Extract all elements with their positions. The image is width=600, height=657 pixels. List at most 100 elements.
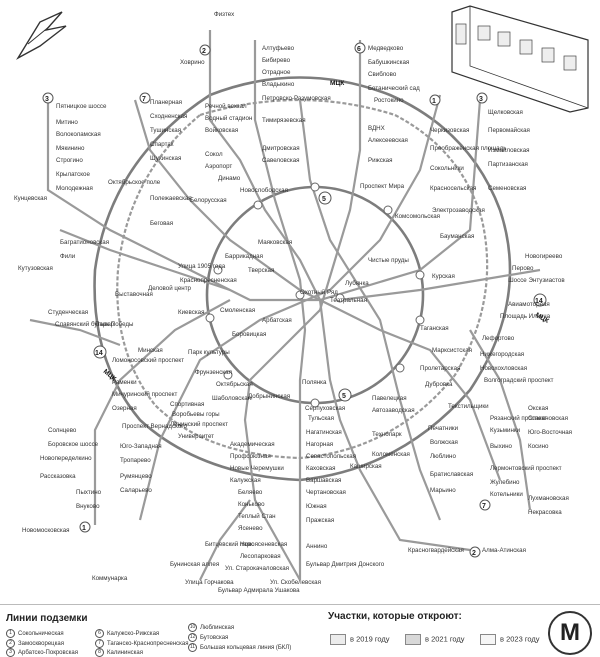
line-1 — [138, 94, 442, 521]
station: Молодежная — [56, 185, 93, 192]
station: Беляево — [238, 489, 263, 496]
station: Войковская — [205, 127, 238, 134]
station: Фили — [60, 253, 76, 260]
station: Алтуфьево — [262, 45, 295, 52]
station: Парк Победы — [95, 321, 134, 328]
station: Спортивная — [170, 401, 204, 408]
year-2021: в 2021 году — [405, 634, 465, 645]
station: Автозаводская — [372, 407, 415, 414]
station: Арбатская — [262, 317, 292, 324]
line-number-icon: 7 — [95, 639, 104, 648]
station: Новогиреево — [525, 253, 563, 260]
line-markers: 2 6 3 7 1 3 7 2 1 5 5 14 14 МЦК МЦК МЦК — [42, 42, 551, 558]
station: Ленинский проспект — [170, 421, 228, 428]
station: Смоленская — [220, 307, 255, 314]
station: Стахановская — [528, 415, 568, 422]
svg-text:7: 7 — [142, 96, 146, 103]
station: Проспект Вернадского — [122, 423, 187, 430]
station: Улица 1905 года — [178, 263, 226, 270]
station: Чистые пруды — [368, 257, 409, 264]
station: Сокольники — [430, 165, 464, 172]
station: Волоколамская — [56, 131, 101, 138]
bkl-ring — [116, 98, 489, 460]
station: Полежаевская — [150, 195, 192, 202]
station: Тимирязевская — [262, 117, 306, 124]
line-12 — [199, 499, 251, 581]
station: Боровицкая — [232, 331, 266, 338]
station: Печатники — [428, 425, 459, 432]
legend-title: Линии подземки — [6, 613, 88, 624]
station: Отрадное — [262, 69, 291, 76]
station: Кунцевская — [14, 195, 47, 202]
station: Юго-Западная — [120, 443, 162, 450]
station: Окская — [528, 405, 548, 412]
line-15 — [469, 329, 532, 511]
station: Серпуховская — [305, 405, 345, 412]
year-2023: в 2023 году — [480, 634, 540, 645]
station: Свиблово — [368, 71, 397, 78]
station-labels: Физтех Алтуфьево Бибирево Медведково Баб… — [14, 11, 572, 594]
station: Ул. Скобелевская — [270, 579, 321, 586]
station: Некрасовка — [528, 509, 562, 516]
station: Текстильщики — [448, 403, 489, 410]
station: Рижская — [368, 157, 392, 164]
station: Академическая — [230, 441, 275, 448]
station: Ломоносовский проспект — [112, 357, 184, 364]
line-6 — [243, 40, 362, 581]
svg-text:7: 7 — [482, 503, 486, 510]
mck-label-north: МЦК — [330, 80, 345, 87]
station: Солнцево — [48, 427, 77, 434]
station: Фрунзенская — [195, 369, 232, 376]
station: Первомайская — [488, 127, 530, 134]
station: Площадь Ильича — [500, 313, 551, 320]
station: Новые Черемушки — [230, 465, 284, 472]
line-9 — [253, 40, 307, 580]
svg-text:3: 3 — [45, 96, 49, 103]
station: Марксистская — [432, 347, 472, 354]
station: Маяковская — [258, 239, 292, 246]
station: Каховская — [306, 465, 335, 472]
line-number-icon: 12 — [188, 633, 197, 642]
station: Озерная — [112, 405, 137, 412]
station: Новохохловская — [480, 365, 527, 372]
station: Курская — [432, 273, 455, 280]
svg-text:3: 3 — [479, 96, 483, 103]
station: Новопеределкино — [40, 455, 92, 462]
station: Черкизовская — [430, 127, 469, 134]
legend: Линии подземки Участки, которые откроют:… — [0, 604, 600, 657]
station: Выставочная — [115, 291, 153, 298]
station: Студенческая — [48, 309, 88, 316]
line-3 — [46, 99, 482, 302]
mck-ring — [93, 76, 512, 482]
station: Воробьевы горы — [172, 411, 220, 418]
station: Коломенская — [372, 451, 410, 458]
station: Коньково — [238, 501, 265, 508]
station: Чертановская — [306, 489, 346, 496]
station: Каширская — [350, 463, 382, 470]
station: Медведково — [368, 45, 404, 52]
station: Строгино — [56, 157, 83, 164]
station: Алма-Атинская — [482, 547, 526, 554]
line-number-icon: 6 — [95, 629, 104, 638]
station: Марьино — [430, 487, 456, 494]
station: Ул. Старокачаловская — [225, 565, 289, 572]
svg-text:1: 1 — [432, 98, 436, 105]
bird-logo-icon — [16, 11, 67, 60]
station: Парк культуры — [188, 349, 230, 356]
station: Партизанская — [488, 161, 528, 168]
station: Авиамоторная — [508, 301, 550, 308]
station: Проспект Мира — [360, 183, 405, 190]
station: Краснопресненская — [180, 277, 237, 284]
station: Пятницкое шоссе — [56, 103, 107, 110]
station: Внуково — [76, 503, 100, 510]
station: Ростокино — [374, 97, 404, 104]
station: Таганская — [420, 325, 449, 332]
station: Дубровка — [425, 381, 453, 388]
line5-marker-bottom: 5 — [342, 393, 346, 400]
line-8 — [339, 268, 541, 302]
